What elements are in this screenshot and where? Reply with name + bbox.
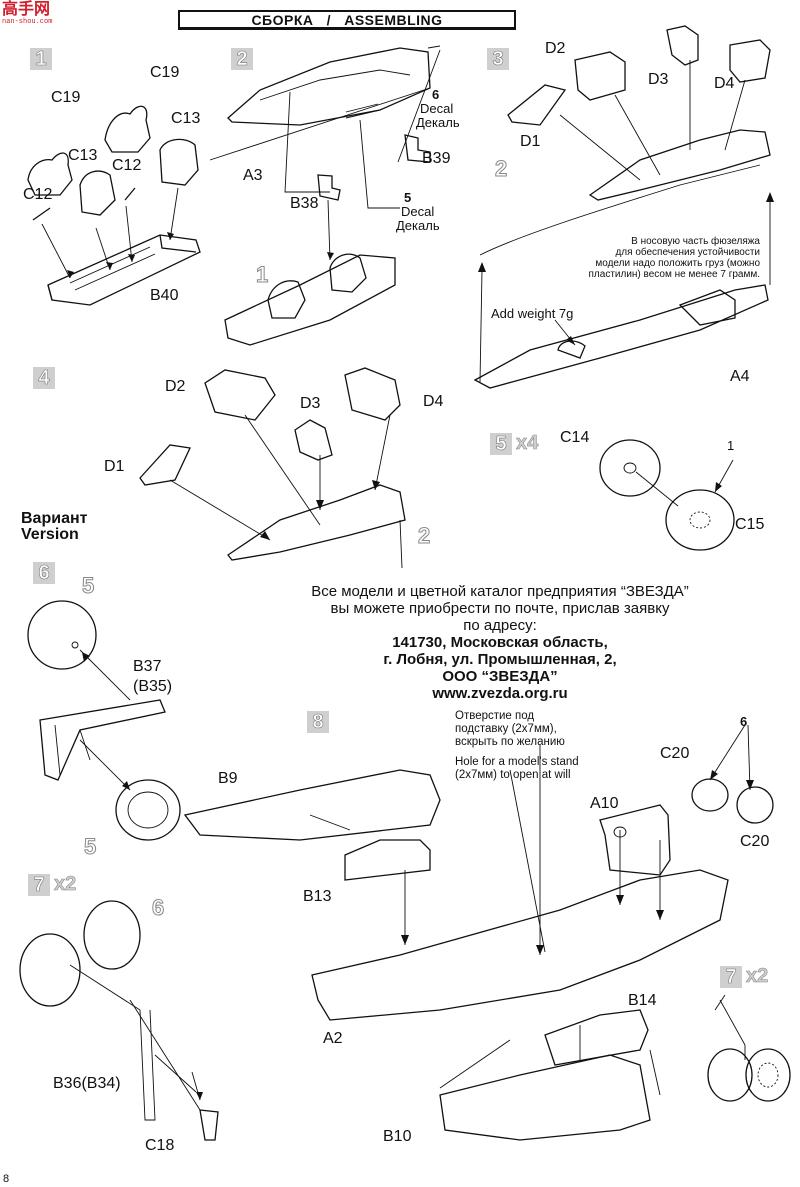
info-line-2: вы можете приобрести по почте, прислав з… [330,600,670,617]
step-7-marker: 7 [28,874,50,896]
page-number: 8 [3,1173,10,1185]
weight-note-line-1: В носовую часть фюзеляжа [631,236,760,247]
part-b36-label: B36(B34) [53,1075,121,1092]
step-7b-marker: 7 [720,966,742,988]
step-7-multiplier: x2 [54,873,77,896]
logo-subtext: nan-shou.com [2,18,53,26]
part-d4-label-s3: D4 [714,75,735,92]
hole-note-en-2: (2x7мм) to open at will [455,769,571,781]
part-b10-label: B10 [383,1128,412,1145]
part-b39-label: B39 [422,150,451,167]
part-b9-label: B9 [218,770,238,787]
part-a3-label: A3 [243,167,263,184]
part-d1-label-s3: D1 [520,133,541,150]
part-c13-label-b: C13 [68,147,98,164]
watermark-logo: 高手网 nan-shou.com [2,2,72,32]
part-d1-label-s4: D1 [104,458,125,475]
ref-step-2-outline: 2 [494,156,508,182]
part-c20-label-b: C20 [740,833,770,850]
part-d3-label-s4: D3 [300,395,321,412]
weight-note-line-3: модели надо положить груз (можно [595,258,760,269]
part-d2-label-s3: D2 [545,40,566,57]
part-c20-label-a: C20 [660,745,690,762]
hole-note-ru-3: вскрыть по желанию [455,736,565,748]
part-b35-label: (B35) [133,678,173,695]
step-2-marker: 2 [231,48,253,70]
hole-note-ru-1: Отверстие под [455,710,535,722]
step-5-multiplier: x4 [516,432,539,455]
decal-5-label-en: Decal [401,204,435,219]
part-c12-label-b: C12 [23,186,53,203]
step3-art [473,25,774,389]
part-c15-label: C15 [735,516,765,533]
ordering-info: Все модели и цветной каталог предприятия… [250,583,750,702]
part-b37-label: B37 [133,658,162,675]
step1-art [27,105,201,306]
part-c13-label-a: C13 [171,110,201,127]
weight-note-line-4: пластилин) весом не менее 7 грамм. [588,269,760,280]
part-c19-label-b: C19 [51,89,81,106]
info-line-4: 141730, Московская область, [392,634,608,651]
hole-note-ru-2: подставку (2x7мм), [455,723,557,735]
step6-art [27,600,181,841]
add-weight-label: Add weight 7g [491,306,574,321]
section-title: СБОРКА / ASSEMBLING [251,11,443,28]
variant-label-en: Version [21,526,79,543]
step-7b-multiplier: x2 [746,965,769,988]
weight-note-line-2: для обеспечения устойчивости [615,247,760,258]
info-line-5: г. Лобня, ул. Промышленная, 2, [383,651,617,668]
ref-step-6b-label: 6 [740,714,748,729]
part-c14-label: C14 [560,429,590,446]
hole-note: Отверстие под подставку (2x7мм), вскрыть… [455,710,655,782]
variant-label-ru: Вариант [21,510,88,527]
step2-art [209,45,441,346]
part-d2-label-s4: D2 [165,378,186,395]
step-1-marker: 1 [30,48,52,70]
decal-6-number: 6 [432,87,440,102]
info-line-6: ООО “ЗВЕЗДА” [442,668,558,685]
step-6-marker: 6 [33,562,55,584]
part-a2-label: A2 [323,1030,343,1047]
step4-art [139,367,406,569]
part-a10-label: A10 [590,795,619,812]
logo-text: 高手网 [2,1,51,18]
step5-art [599,439,735,551]
part-c19-label-a: C19 [150,64,180,81]
part-c18-label: C18 [145,1137,175,1154]
decal-5-number: 5 [404,190,412,205]
hole-note-en-1: Hole for a model's stand [455,756,579,768]
info-line-1: Все модели и цветной каталог предприятия… [311,583,689,600]
part-b40-label: B40 [150,287,179,304]
step8-art [183,724,774,1141]
step-8-marker: 8 [307,711,329,733]
step-3-marker: 3 [487,48,509,70]
info-website: www.zvezda.org.ru [432,685,568,702]
decal-6-label-en: Decal [420,101,454,116]
part-d3-label-s3: D3 [648,71,669,88]
ref-step-2b-outline: 2 [417,523,431,549]
part-b38-label: B38 [290,195,319,212]
weight-note-ru: В носовую часть фюзеляжа для обеспечения… [550,236,760,280]
part-a4-label: A4 [730,368,750,385]
part-d4-label-s4: D4 [423,393,444,410]
decal-5-label-ru: Декаль [396,218,440,233]
part-b14-label: B14 [628,992,657,1009]
ref-step-1-outline: 1 [255,262,269,288]
decal-6-label-ru: Декаль [416,115,460,130]
info-line-3: по адресу: [463,617,537,634]
part-c12-label-a: C12 [112,157,142,174]
step-4-marker: 4 [33,367,55,389]
step-5-marker: 5 [490,433,512,455]
ref-step-6-outline: 6 [151,895,165,921]
ref-step-1b-label: 1 [727,438,735,453]
ref-step-5b-outline: 5 [83,834,97,860]
ref-step-5a-outline: 5 [81,573,95,599]
step7-art [19,900,791,1141]
section-header: СБОРКА / ASSEMBLING [178,10,516,30]
part-b13-label: B13 [303,888,332,905]
